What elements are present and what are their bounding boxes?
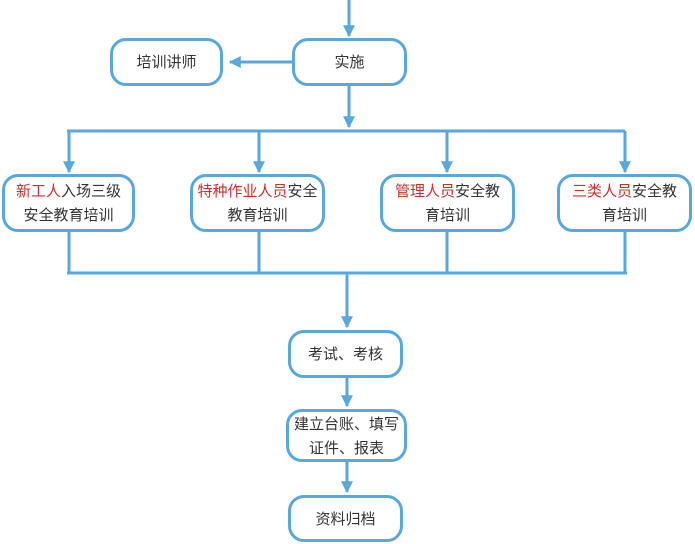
highlight-new-worker: 新工人 — [15, 182, 61, 200]
text-management: 安全教育培训 — [424, 182, 501, 224]
node-ledger: 建立台账、填写证件、报表 — [286, 409, 407, 462]
node-special-ops: 特种作业人员安全教育培训 — [190, 174, 325, 232]
node-implement: 实施 — [292, 38, 407, 86]
node-new-worker-label: 新工人入场三级安全教育培训 — [11, 179, 127, 227]
node-management: 管理人员安全教育培训 — [380, 174, 515, 232]
node-archive: 资料归档 — [288, 495, 403, 542]
text-new-worker: 入场三级安全教育培训 — [23, 182, 122, 224]
node-exam-label: 考试、考核 — [307, 345, 383, 363]
node-three-types-label: 三类人员安全教育培训 — [565, 179, 685, 227]
node-trainer: 培训讲师 — [110, 38, 223, 86]
highlight-three-types: 三类人员 — [571, 182, 632, 200]
highlight-management: 管理人员 — [394, 182, 455, 200]
node-exam: 考试、考核 — [288, 330, 403, 378]
node-ledger-label: 建立台账、填写证件、报表 — [293, 414, 399, 457]
node-trainer-label: 培训讲师 — [136, 53, 197, 71]
highlight-special-ops: 特种作业人员 — [197, 182, 288, 200]
text-three-types: 安全教育培训 — [601, 182, 678, 224]
node-implement-label: 实施 — [334, 53, 365, 71]
node-new-worker: 新工人入场三级安全教育培训 — [2, 174, 135, 232]
node-three-types: 三类人员安全教育培训 — [557, 174, 692, 232]
text-special-ops: 安全教育培训 — [227, 182, 318, 224]
node-archive-label: 资料归档 — [315, 509, 376, 528]
node-management-label: 管理人员安全教育培训 — [394, 179, 502, 227]
node-special-ops-label: 特种作业人员安全教育培训 — [197, 179, 319, 227]
